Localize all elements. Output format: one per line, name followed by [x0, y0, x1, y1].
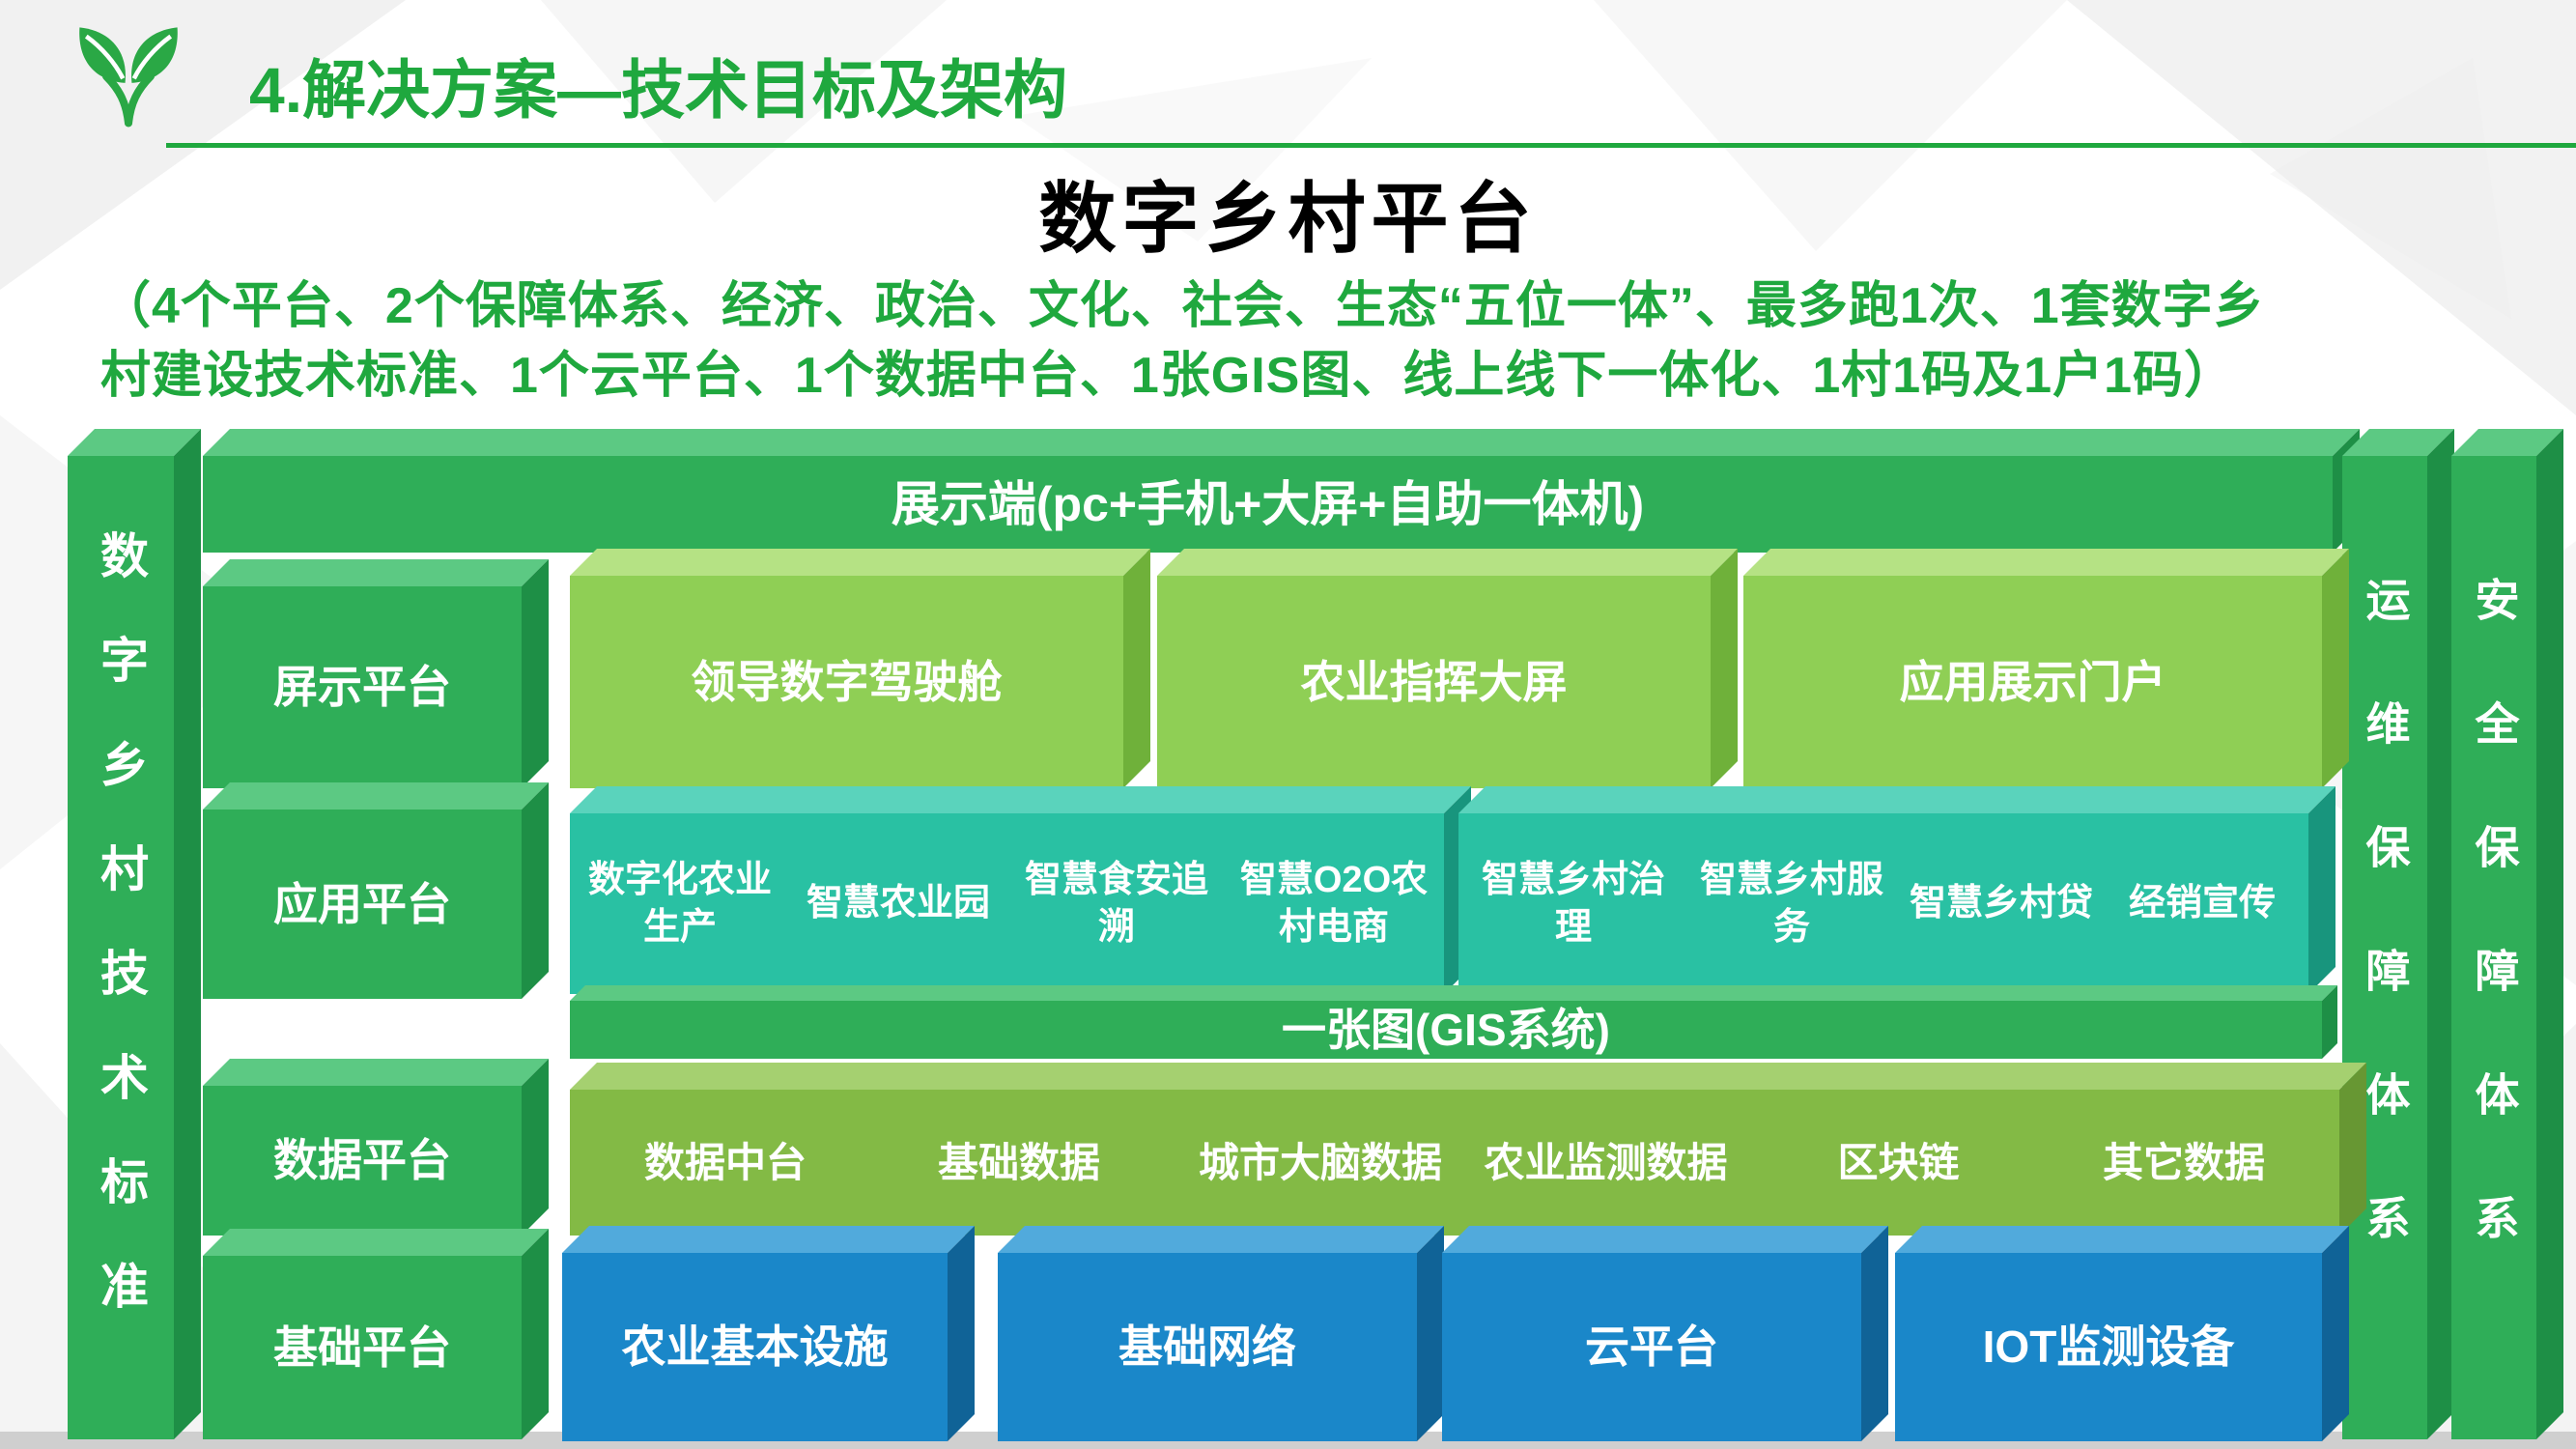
security-guarantee-bar: 安全保障体系 [2451, 456, 2536, 1439]
box-agri-infrastructure: 农业基本设施 [562, 1253, 948, 1441]
box-basic-data: 基础数据 [863, 1090, 1175, 1236]
box-leader-cockpit: 领导数字驾驶舱 [570, 576, 1123, 788]
box-food-safety-trace: 智慧食安追溯 [1006, 813, 1227, 994]
box-marketing: 经销宣传 [2096, 813, 2308, 994]
tech-standard-bar: 数字乡村技术标准 [68, 456, 174, 1439]
box-village-governance: 智慧乡村治理 [1458, 813, 1688, 994]
platform-title: 数字乡村平台 [1038, 176, 1538, 262]
box-blockchain: 区块链 [1743, 1090, 2053, 1236]
gis-bar: 一张图(GIS系统) [570, 1001, 2322, 1059]
box-village-loan: 智慧乡村贷 [1895, 813, 2108, 994]
row-label-data-platform: 数据平台 [203, 1086, 522, 1236]
box-other-data: 其它数据 [2028, 1090, 2339, 1236]
box-data-middle-platform: 数据中台 [570, 1090, 881, 1236]
box-agri-monitor-data: 农业监测数据 [1451, 1090, 1761, 1236]
page-title: 4.解决方案—技术目标及架构 [249, 54, 1068, 126]
box-village-service: 智慧乡村服务 [1685, 813, 1898, 994]
ops-guarantee-bar: 运维保障体系 [2342, 456, 2427, 1439]
row-label-app-platform: 应用平台 [203, 810, 522, 999]
box-digital-agri-production: 数字化农业生产 [570, 813, 790, 994]
box-agri-command-screen: 农业指挥大屏 [1157, 576, 1711, 788]
row-label-display-platform: 屏示平台 [203, 586, 522, 788]
platform-description-line2: 村建设技术标准、1个云平台、1个数据中台、1张GIS图、线上线下一体化、1村1码… [100, 348, 2236, 404]
box-city-brain-data: 城市大脑数据 [1174, 1090, 1467, 1236]
box-app-portal: 应用展示门户 [1743, 576, 2322, 788]
leaf-logo-icon [79, 27, 178, 128]
platform-description-line1: （4个平台、2个保障体系、经济、政治、文化、社会、生态“五位一体”、最多跑1次、… [100, 278, 2265, 334]
box-iot-devices: IOT监测设备 [1895, 1253, 2322, 1441]
box-smart-agri-park: 智慧农业园 [788, 813, 1008, 994]
box-o2o-ecommerce: 智慧O2O农村电商 [1224, 813, 1444, 994]
row-label-base-platform: 基础平台 [203, 1256, 522, 1439]
box-cloud-platform: 云平台 [1442, 1253, 1861, 1441]
title-underline [166, 143, 2576, 148]
display-terminal-bar: 展示端(pc+手机+大屏+自助一体机) [203, 456, 2333, 553]
box-basic-network: 基础网络 [998, 1253, 1417, 1441]
